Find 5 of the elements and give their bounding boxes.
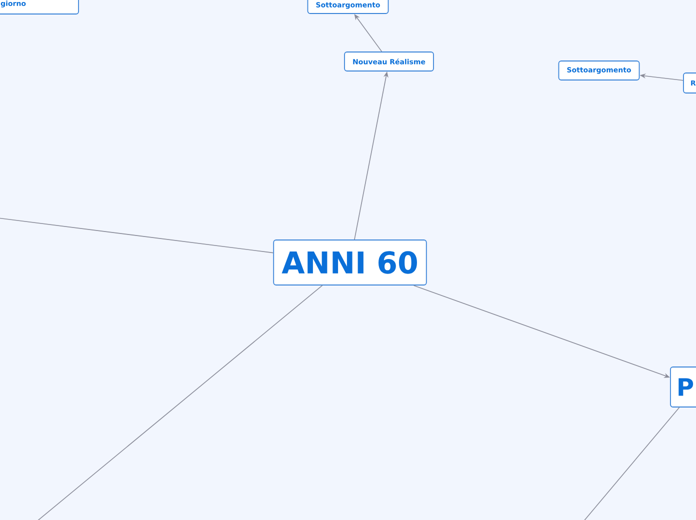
connector-line [0, 218, 274, 254]
main-topic-box: P [670, 366, 696, 408]
central-topic-box: ANNI 60 [273, 240, 427, 286]
connector-line [582, 407, 680, 520]
connector-line [36, 285, 323, 520]
